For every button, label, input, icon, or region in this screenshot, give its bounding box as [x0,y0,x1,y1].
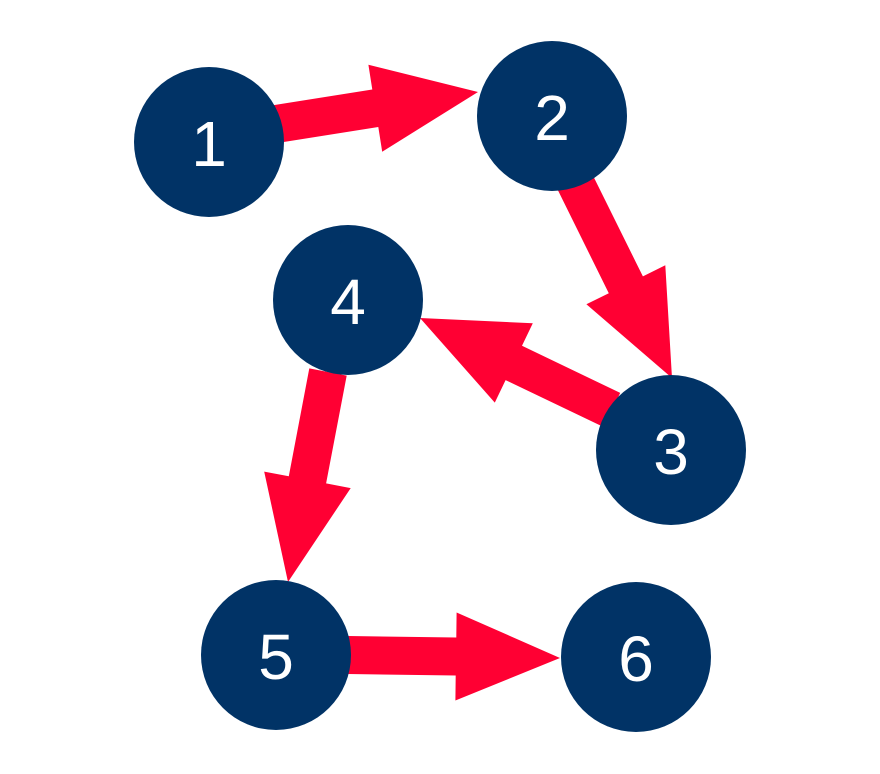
nodes-layer: 1 2 3 4 5 6 [134,41,746,732]
arrows-layer [264,64,672,701]
node-label-4: 4 [330,266,366,338]
node-circle-4 [273,225,423,375]
node-1: 1 [134,67,284,217]
arrow-2-to-3 [557,171,672,378]
node-label-2: 2 [534,82,570,154]
node-circle-6 [561,582,711,732]
node-5: 5 [201,580,351,730]
arrow-5-to-6 [347,612,560,701]
node-circle-1 [134,67,284,217]
node-label-3: 3 [653,416,689,488]
node-label-6: 6 [618,623,654,695]
node-label-5: 5 [258,621,294,693]
node-4: 4 [273,225,423,375]
node-3: 3 [596,375,746,525]
arrow-4-to-5 [264,368,351,582]
node-circle-5 [201,580,351,730]
node-circle-3 [596,375,746,525]
node-2: 2 [477,41,627,191]
node-6: 6 [561,582,711,732]
arrow-1-to-2 [273,64,478,152]
node-label-1: 1 [191,108,227,180]
arrow-3-to-4 [420,318,621,428]
node-circle-2 [477,41,627,191]
